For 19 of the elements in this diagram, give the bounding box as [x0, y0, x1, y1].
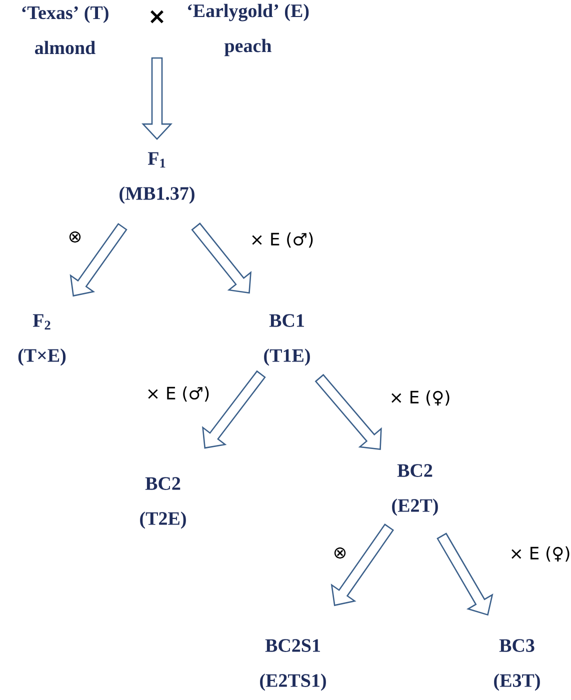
- population-label: BC2 (T2E): [140, 477, 186, 529]
- population-label: BC1 (T1E): [264, 314, 310, 366]
- population-label: ‘Texas’ (T) almond: [22, 6, 108, 54]
- block-arrow: [142, 57, 172, 140]
- population-label: F$_{1}$ (MB1.37): [120, 152, 194, 204]
- block-arrow: [436, 532, 494, 616]
- population-label: BC2 (E2T): [392, 464, 438, 516]
- edge-label: × E (♀): [388, 389, 452, 407]
- population-label: ‘Earlygold’ (E) peach: [188, 4, 309, 56]
- population-label: BC2S1 (E2TS1): [260, 639, 326, 691]
- edge-label: × E (♂): [144, 385, 212, 403]
- block-arrow: [191, 222, 252, 294]
- edge-label: ⊗: [332, 546, 348, 560]
- population-label: BC3 (E3T): [494, 639, 540, 691]
- population-label: F$_{2}$ (T×E): [18, 314, 66, 366]
- edge-label: × E (♂): [248, 231, 316, 249]
- edge-label: ⊗: [66, 230, 84, 244]
- cross-sign: ×: [150, 10, 164, 24]
- edge-label: × E (♀): [508, 545, 571, 563]
